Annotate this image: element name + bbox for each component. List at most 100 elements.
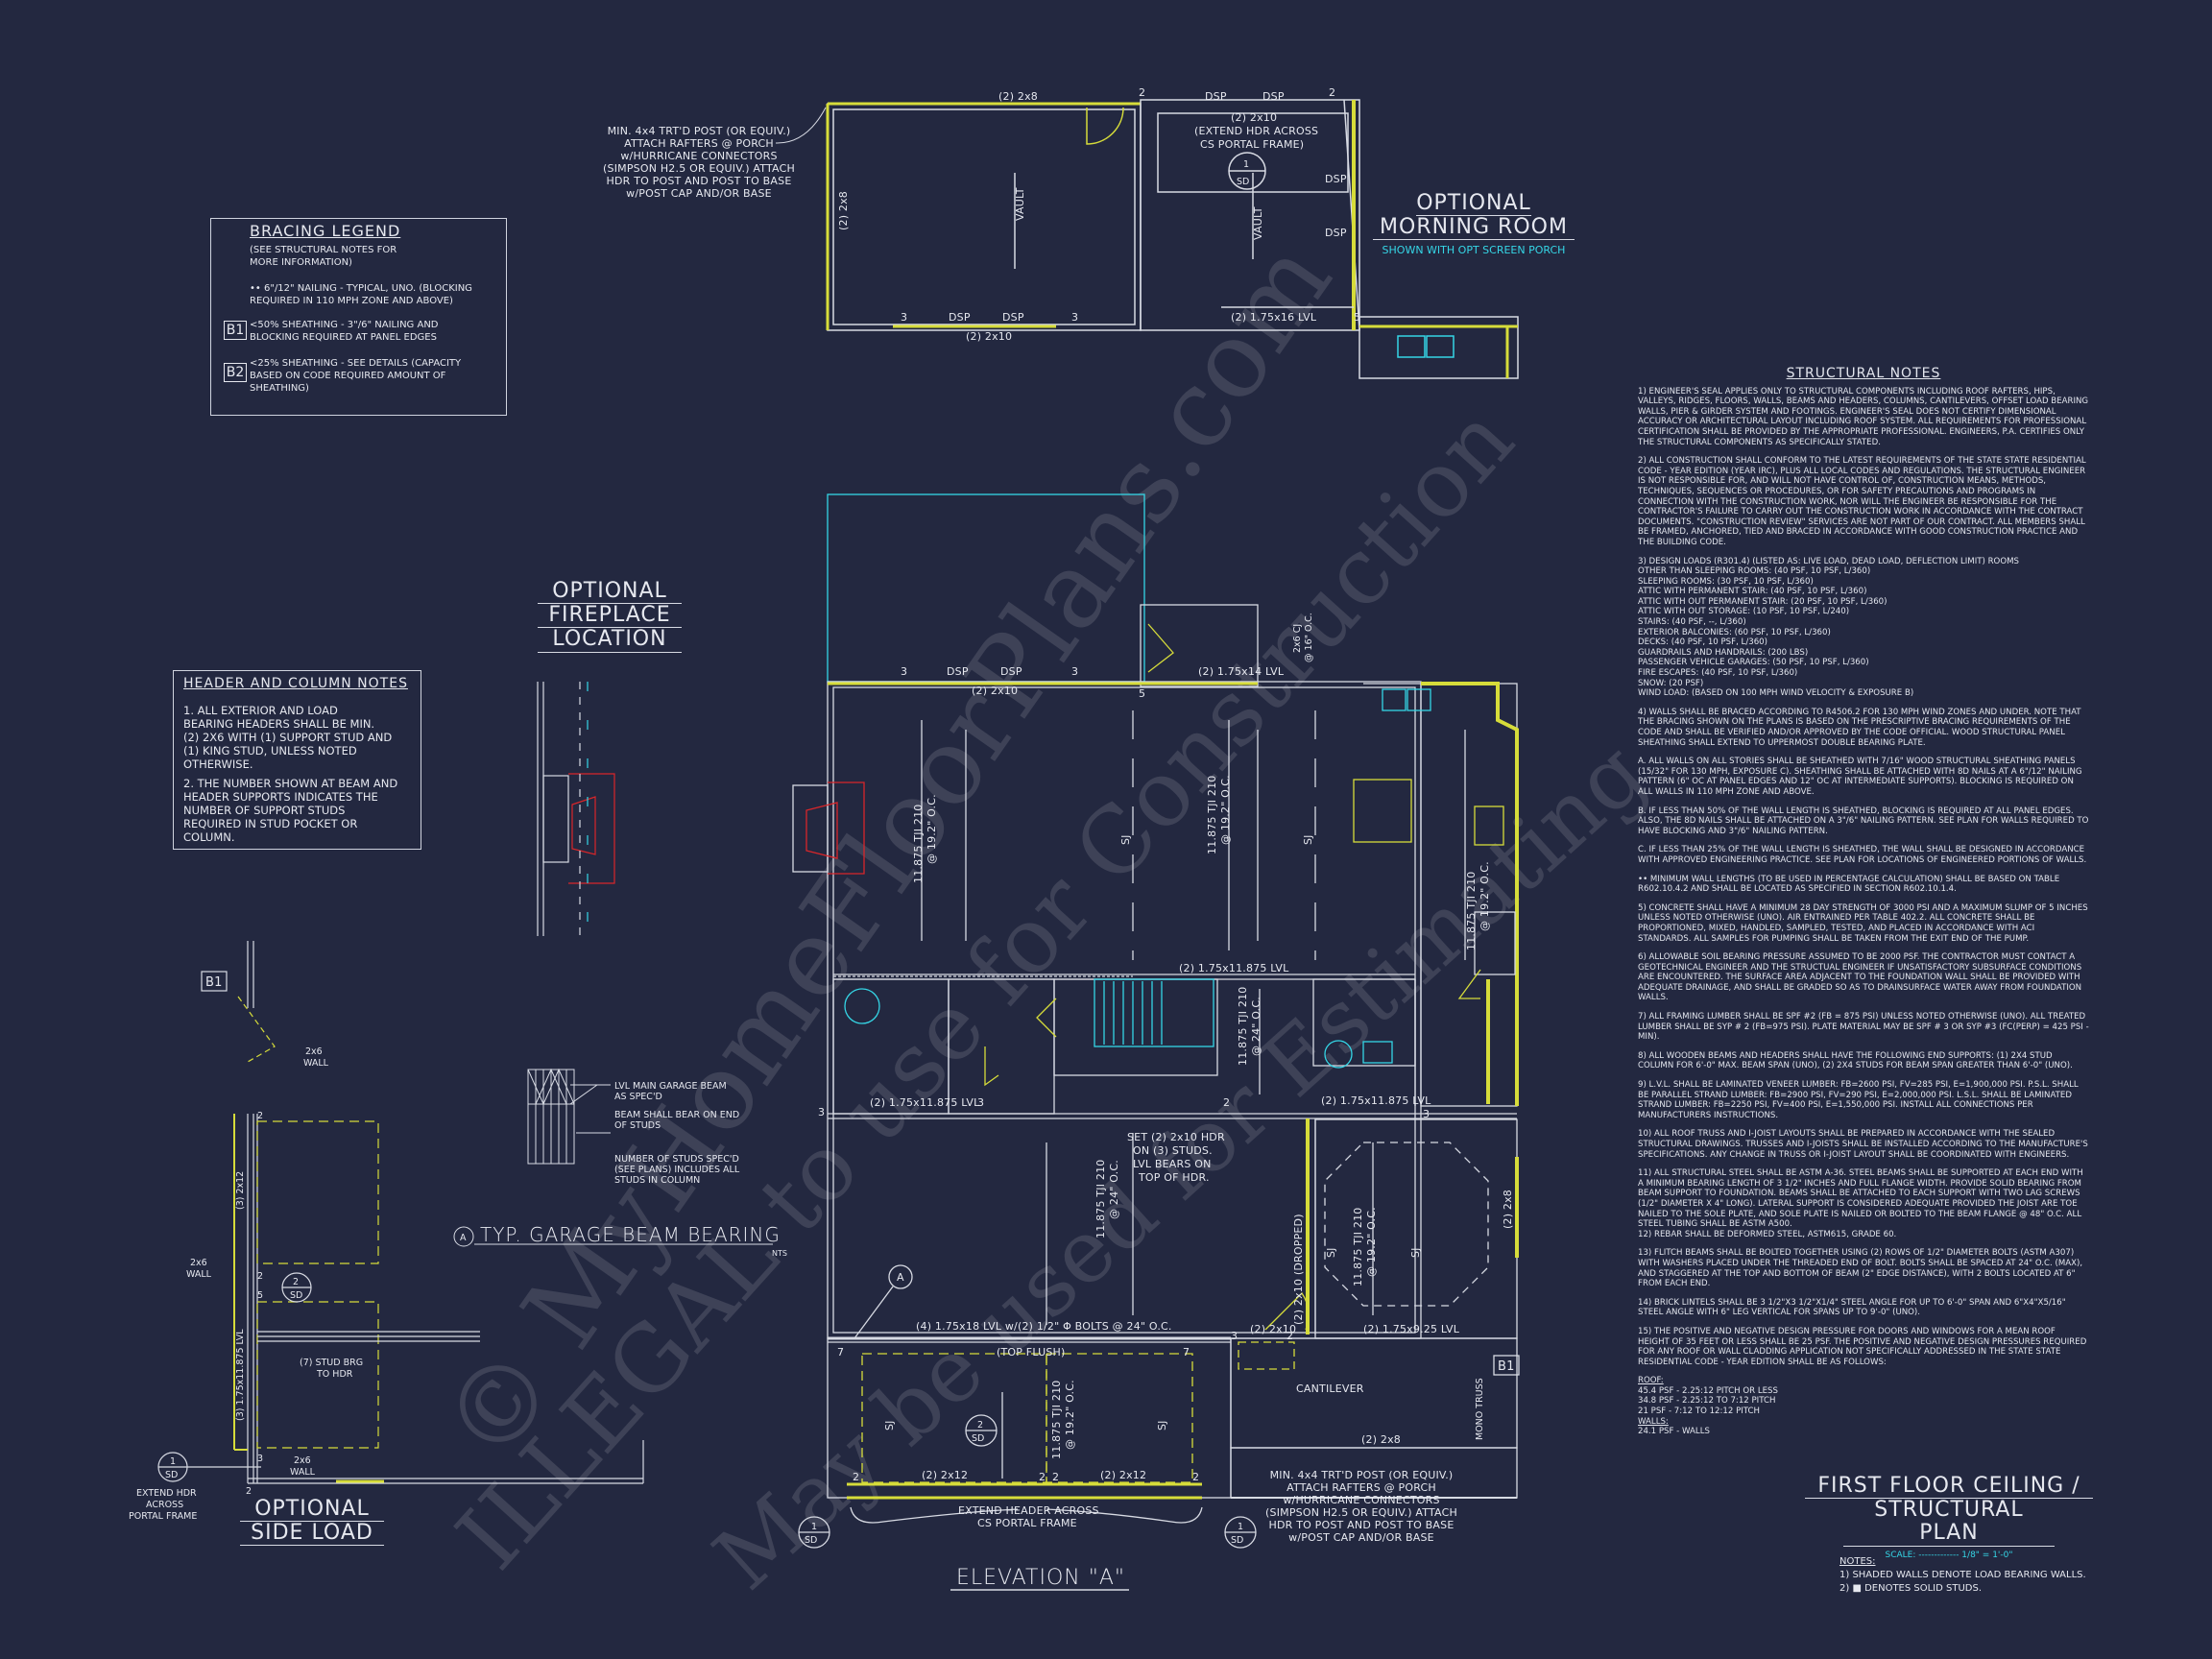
svg-text:LVL BEARS ON: LVL BEARS ON [1133,1158,1212,1170]
svg-text:3: 3 [901,665,907,678]
sheet-notes-heading: NOTES: [1839,1556,1876,1567]
svg-text:(TOP FLUSH): (TOP FLUSH) [997,1346,1066,1358]
side-load-title-line2: SIDE LOAD [240,1521,384,1547]
svg-text:ON (3) STUDS.: ON (3) STUDS. [1133,1144,1213,1157]
svg-text:(2) 2x10: (2) 2x10 [1250,1323,1296,1335]
svg-text:(3) 1.75x11.875 LVL: (3) 1.75x11.875 LVL [235,1329,246,1421]
morning-room-title-line2: MORNING ROOM [1373,215,1575,241]
svg-text:CS PORTAL FRAME): CS PORTAL FRAME) [1200,138,1304,151]
svg-text:MIN. 4x4 TRT'D POST (OR EQUIV.: MIN. 4x4 TRT'D POST (OR EQUIV.) [1270,1469,1454,1481]
svg-text:HDR TO POST AND POST TO BASE: HDR TO POST AND POST TO BASE [1269,1519,1455,1531]
b1-tag: B1 [224,321,247,340]
walls-heading: WALLS: [1638,1416,1669,1427]
svg-text:PORTAL FRAME: PORTAL FRAME [129,1511,197,1522]
structural-note-8: 8) ALL WOODEN BEAMS AND HEADERS SHALL HA… [1638,1050,2073,1071]
svg-text:CANTILEVER: CANTILEVER [1296,1382,1364,1395]
svg-text:CS PORTAL FRAME: CS PORTAL FRAME [977,1517,1077,1529]
svg-text:3: 3 [818,1106,825,1118]
svg-text:DSP: DSP [949,311,971,324]
svg-text:SD: SD [1231,1535,1243,1546]
svg-text:w/POST CAP AND/OR BASE: w/POST CAP AND/OR BASE [1288,1531,1434,1544]
header-column-note-2: 2. THE NUMBER SHOWN AT BEAM AND HEADER S… [183,777,398,844]
structural-note-4c: c. IF LESS THAN 25% OF THE WALL LENGTH I… [1638,845,2087,865]
svg-text:(2) 2x10: (2) 2x10 [972,685,1018,697]
svg-text:(2) 2x8: (2) 2x8 [1502,1190,1514,1229]
svg-text:A: A [897,1271,904,1284]
svg-text:@ 16" O.C.: @ 16" O.C. [1304,613,1314,662]
svg-text:3: 3 [901,311,907,324]
svg-text:DSP: DSP [1325,173,1347,185]
bracing-legend-default: •• 6"/12" NAILING - TYPICAL, UNO. (BLOCK… [250,283,472,306]
structural-note-4: 4) WALLS SHALL BE BRACED ACCORDING TO R4… [1638,707,2081,748]
svg-text:TO HDR: TO HDR [316,1369,353,1380]
svg-text:@ 19.2" O.C.: @ 19.2" O.C. [1365,1207,1378,1277]
svg-text:STUDS IN COLUMN: STUDS IN COLUMN [614,1175,700,1186]
svg-text:@ 24" O.C.: @ 24" O.C. [1250,997,1262,1056]
svg-text:DSP: DSP [1205,90,1227,103]
svg-text:EXTEND HEADER ACROSS: EXTEND HEADER ACROSS [958,1504,1099,1517]
svg-text:2x6: 2x6 [190,1258,207,1268]
svg-text:11.875 TJI 210: 11.875 TJI 210 [1094,1160,1107,1239]
svg-text:MIN. 4x4 TRT'D POST (OR EQUIV.: MIN. 4x4 TRT'D POST (OR EQUIV.) [608,125,791,137]
svg-text:DSP: DSP [1325,227,1347,239]
svg-text:11.875 TJI 210: 11.875 TJI 210 [1206,776,1218,855]
roof-line: 45.4 PSF - 2.25:12 PITCH OR LESS [1638,1385,1778,1396]
header-column-notes: HEADER AND COLUMN NOTES 1. ALL EXTERIOR … [173,670,421,850]
svg-text:w/POST CAP AND/OR BASE: w/POST CAP AND/OR BASE [626,187,772,200]
svg-text:(2) 1.75x14 LVL: (2) 1.75x14 LVL [1198,665,1285,678]
svg-text:w/HURRICANE CONNECTORS: w/HURRICANE CONNECTORS [1283,1494,1439,1506]
svg-text:WALL: WALL [303,1058,329,1069]
svg-text:SD: SD [165,1470,178,1480]
svg-text:(EXTEND HDR ACROSS: (EXTEND HDR ACROSS [1194,125,1318,137]
svg-text:NTS: NTS [772,1249,787,1258]
svg-text:HDR TO POST AND POST TO BASE: HDR TO POST AND POST TO BASE [607,175,792,187]
svg-text:AS SPEC'D: AS SPEC'D [614,1092,662,1102]
structural-note-13: 13) FLITCH BEAMS SHALL BE BOLTED TOGETHE… [1638,1248,2083,1289]
structural-note-6: 6) ALLOWABLE SOIL BEARING PRESSURE ASSUM… [1638,952,2082,1003]
svg-text:DSP: DSP [947,665,969,678]
structural-note-5: 5) CONCRETE SHALL HAVE A MINIMUM 28 DAY … [1638,902,2088,944]
svg-text:5: 5 [257,1290,263,1301]
svg-text:A: A [460,1233,467,1243]
svg-text:2x6: 2x6 [305,1046,323,1057]
svg-text:3: 3 [1423,1108,1430,1120]
svg-text:@ 19.2" O.C.: @ 19.2" O.C. [1064,1380,1076,1450]
structural-note-7: 7) ALL FRAMING LUMBER SHALL BE SPF #2 (F… [1638,1012,2089,1043]
fireplace-title-line1: OPTIONAL [538,579,682,605]
svg-text:LVL MAIN GARAGE BEAM: LVL MAIN GARAGE BEAM [614,1081,727,1092]
svg-text:11.875 TJI 210: 11.875 TJI 210 [1050,1381,1063,1460]
morning-room-title: OPTIONAL MORNING ROOM SHOWN WITH OPT SCR… [1373,191,1575,256]
svg-text:2: 2 [257,1271,263,1282]
fireplace-title-line2: FIREPLACE [538,603,682,629]
scale-label: SCALE: ------------- 1/8" = 1'-0" [1885,1550,2013,1560]
svg-text:NUMBER OF STUDS SPEC'D: NUMBER OF STUDS SPEC'D [614,1154,739,1165]
svg-text:DSP: DSP [1002,311,1024,324]
svg-text:(SIMPSON H2.5 OR EQUIV.) ATTAC: (SIMPSON H2.5 OR EQUIV.) ATTACH [1265,1506,1457,1519]
optional-side-load-plan [157,941,644,1484]
svg-text:2: 2 [246,1486,252,1497]
svg-text:WALL: WALL [290,1467,316,1478]
svg-text:@ 24" O.C.: @ 24" O.C. [1108,1160,1120,1219]
roof-line: 34.8 PSF - 2.25:12 TO 7:12 PITCH [1638,1396,1776,1407]
svg-text:ATTACH RAFTERS @ PORCH: ATTACH RAFTERS @ PORCH [1286,1481,1436,1494]
svg-text:SJ: SJ [883,1420,896,1431]
svg-text:ATTACH RAFTERS @ PORCH: ATTACH RAFTERS @ PORCH [624,137,774,150]
svg-text:ELEVATION "A": ELEVATION "A" [956,1566,1125,1590]
svg-text:2: 2 [1139,86,1145,99]
structural-note-9: 9) L.V.L. SHALL BE LAMINATED VENEER LUMB… [1638,1080,2079,1120]
structural-notes: STRUCTURAL NOTES 1) ENGINEER'S SEAL APPL… [1638,367,2089,1437]
svg-text:w/HURRICANE CONNECTORS: w/HURRICANE CONNECTORS [620,150,777,162]
svg-text:(2) 2x10 (DROPPED): (2) 2x10 (DROPPED) [1292,1214,1305,1325]
fireplace-title-line3: LOCATION [538,628,682,653]
structural-note-3: 3) DESIGN LOADS (R301.4) (LISTED AS: LIV… [1638,556,2019,699]
structural-note-15: 15) THE POSITIVE AND NEGATIVE DESIGN PRE… [1638,1326,2087,1367]
svg-text:11.875 TJI 210: 11.875 TJI 210 [1465,872,1478,951]
svg-text:2: 2 [1052,1471,1059,1483]
roof-line: 21 PSF - 7:12 TO 12:12 PITCH [1638,1407,1761,1417]
svg-text:1: 1 [1238,1522,1243,1532]
svg-text:@ 19.2" O.C.: @ 19.2" O.C. [1479,861,1491,931]
svg-text:(2) 2x8: (2) 2x8 [837,191,850,230]
svg-text:MONO TRUSS: MONO TRUSS [1475,1378,1485,1440]
svg-text:SD: SD [1237,177,1249,187]
